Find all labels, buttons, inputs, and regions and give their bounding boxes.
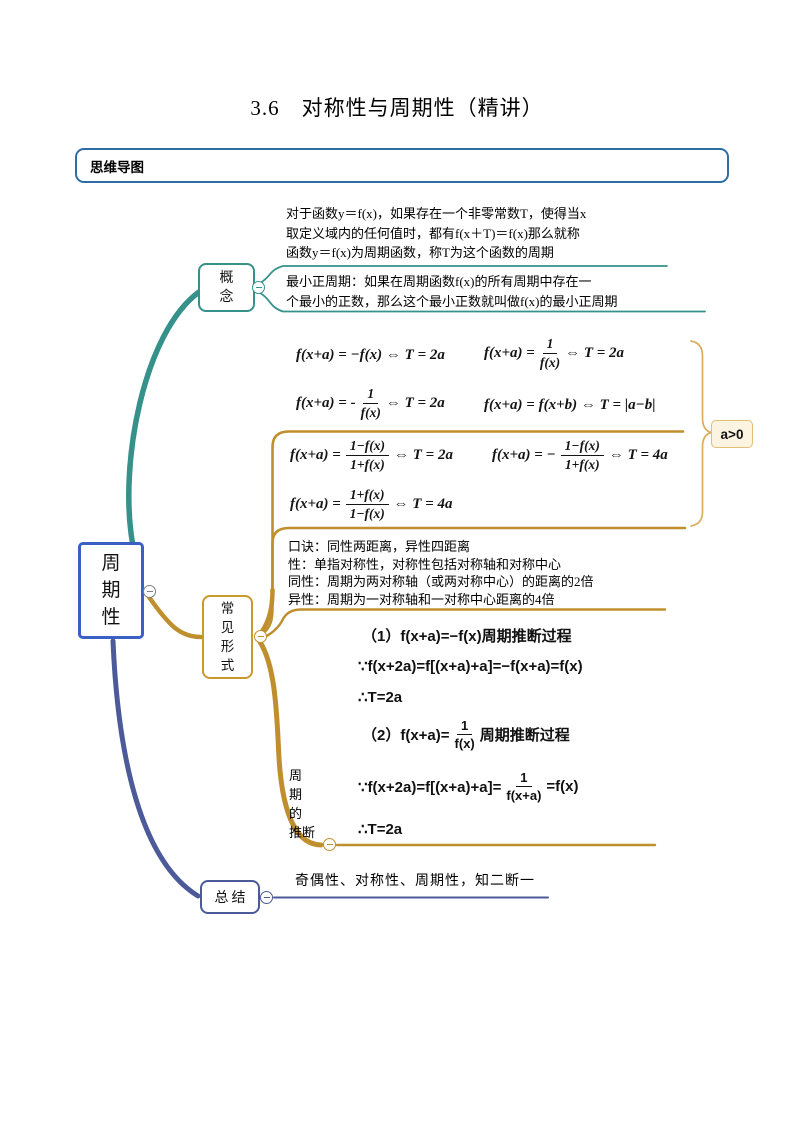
concept-collapse-minus-icon[interactable] — [252, 281, 265, 294]
derivation-2-therefore: ∴T=2a — [358, 821, 403, 838]
branch-concept-minperiod-line — [259, 292, 706, 313]
branch-concept-definition-line — [259, 265, 668, 284]
root-collapse-minus-icon[interactable] — [143, 585, 156, 598]
derivation-1-because: ∵f(x+2a)=f[(x+a)+a]=−f(x+a)=f(x) — [358, 658, 583, 675]
formula-g1-r1a: f(x+a) = −f(x) ⇔ T = 2a — [296, 347, 445, 363]
branch-inference-trunk — [257, 639, 324, 848]
section-header-box: 思维导图 — [75, 148, 729, 183]
root-node-periodicity[interactable]: 周 期 性 — [78, 542, 144, 639]
branch-mnemonic-line — [259, 608, 667, 641]
formula-g2-r2a: f(x+a) =1+f(x)1−f(x)⇔ T = 4a — [290, 487, 453, 521]
branch-forms-trunk — [146, 594, 204, 640]
concept-definition-text: 对于函数y＝f(x)，如果存在一个非零常数T，使得当x 取定义域内的任何值时，都… — [286, 206, 587, 260]
page-title: 3.6 对称性与周期性（精讲） — [250, 96, 544, 120]
inference-collapse-minus-icon[interactable] — [323, 838, 336, 851]
inference-branch-label: 周 期 的 推断 — [289, 768, 316, 840]
branch-concept-trunk — [126, 289, 202, 549]
node-concept[interactable]: 概 念 — [198, 263, 255, 312]
branch-summary-trunk — [110, 638, 201, 899]
formula-g2-r1a: f(x+a) =1−f(x)1+f(x)⇔ T = 2a — [290, 438, 453, 472]
derivation-1-therefore: ∴T=2a — [358, 689, 403, 706]
formula-g1-r2b: f(x+a) = f(x+b) ⇔ T = |a−b| — [484, 397, 656, 413]
node-summary[interactable]: 总结 — [200, 880, 260, 914]
forms-collapse-minus-icon[interactable] — [254, 630, 267, 643]
branch-formulas-group1-line — [259, 430, 685, 634]
concept-min-period-text: 最小正周期：如果在周期函数f(x)的所有周期中存在一 个最小的正数，那么这个最小… — [286, 274, 618, 309]
section-header-label: 思维导图 — [90, 160, 144, 175]
mnemonic-text: 口诀：同性两距离，异性四距离 性：单指对称性，对称性包括对称轴和对称中心 同性：… — [288, 539, 594, 607]
formula-group-brace — [690, 340, 715, 527]
summary-collapse-minus-icon[interactable] — [260, 891, 273, 904]
formula-g2-r1b: f(x+a) = −1−f(x)1+f(x)⇔ T = 4a — [492, 438, 668, 472]
node-common-forms[interactable]: 常 见 形 式 — [202, 595, 253, 679]
branch-formulas-group2-line — [259, 526, 687, 637]
derivation-1-title: （1）f(x+a)=−f(x)周期推断过程 — [362, 628, 572, 645]
summary-text: 奇偶性、对称性、周期性，知二断一 — [295, 874, 535, 889]
condition-badge: a>0 — [711, 420, 753, 448]
